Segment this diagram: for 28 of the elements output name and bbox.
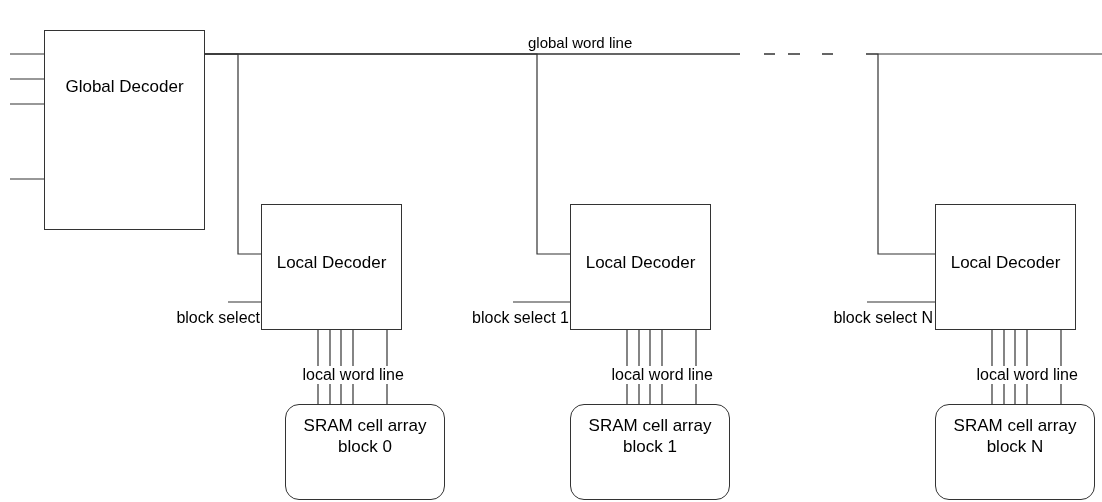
memory-array-box bbox=[570, 404, 730, 500]
decoder-box bbox=[261, 204, 402, 330]
wire bbox=[227, 301, 262, 303]
memory-array-box bbox=[935, 404, 1095, 500]
box-label: SRAM cell array block 0 bbox=[302, 415, 428, 458]
box-label: Local Decoder bbox=[949, 252, 1062, 274]
decoder-box bbox=[570, 204, 711, 330]
signal-label: block select 1 bbox=[436, 302, 569, 328]
box-label: SRAM cell array block 1 bbox=[587, 415, 713, 458]
wire bbox=[9, 178, 45, 180]
wire bbox=[9, 78, 45, 80]
edge-label: local word line bbox=[610, 366, 714, 384]
signal-label: block select bbox=[140, 302, 260, 328]
wire bbox=[204, 53, 1102, 55]
wire bbox=[512, 301, 571, 303]
decoder-box bbox=[935, 204, 1076, 330]
signal-label: block select N bbox=[800, 302, 933, 328]
edge-label: local word line bbox=[301, 366, 405, 384]
wire bbox=[9, 53, 45, 55]
box-label: Global Decoder bbox=[64, 76, 185, 98]
wire bbox=[9, 103, 45, 105]
decoder-box bbox=[44, 30, 205, 230]
box-label: SRAM cell array block N bbox=[952, 415, 1078, 458]
memory-array-box bbox=[285, 404, 445, 500]
wire bbox=[866, 301, 936, 303]
edge-label: local word line bbox=[975, 366, 1079, 384]
box-label: Local Decoder bbox=[584, 252, 697, 274]
box-label: Local Decoder bbox=[275, 252, 388, 274]
